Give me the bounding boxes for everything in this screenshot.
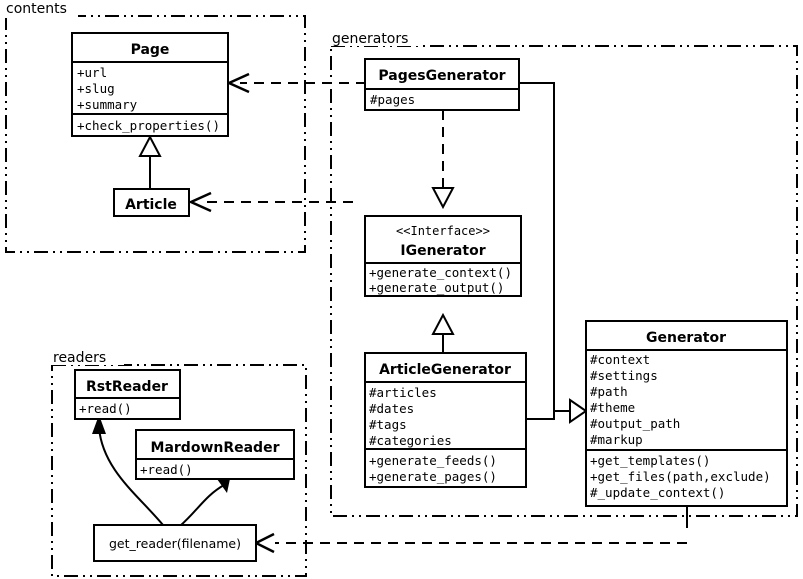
link-article-to-page: [138, 134, 162, 190]
package-generators-label: generators: [332, 31, 408, 47]
realization-arrowhead-igenerator-top: [431, 187, 455, 210]
class-generator-title: Generator: [646, 330, 726, 346]
class-igenerator-box[interactable]: [364, 215, 522, 297]
class-page-title: Page: [131, 42, 170, 58]
class-generator-attribute: #context: [590, 352, 650, 367]
package-generators-label-mask: [329, 28, 423, 46]
class-article-generator-box[interactable]: [364, 352, 527, 488]
class-igenerator-method: +generate_output(): [369, 280, 504, 295]
package-contents: contents: [2, 0, 306, 253]
class-generator-box[interactable]: [585, 320, 788, 507]
package-readers-label: readers: [53, 350, 106, 366]
package-readers: readers: [50, 347, 307, 577]
class-pages-generator-box[interactable]: [364, 58, 520, 111]
class-generator[interactable]: Generator #context #settings #path #them…: [585, 320, 788, 507]
dependency-pagesgenerator-to-page: [225, 72, 366, 94]
class-article[interactable]: Article: [113, 188, 190, 217]
class-article-generator[interactable]: ArticleGenerator #articles #dates #tags …: [364, 352, 527, 488]
class-generator-attribute: #markup: [590, 432, 643, 447]
class-article-generator-method: +generate_pages(): [369, 469, 497, 484]
class-page-box[interactable]: [71, 32, 229, 137]
class-igenerator-title: IGenerator: [400, 243, 485, 259]
class-generator-method: #_update_context(): [590, 485, 725, 500]
class-article-generator-attribute: #categories: [369, 433, 452, 448]
class-rst-reader[interactable]: RstReader +read(): [74, 369, 181, 420]
package-readers-label-mask: [50, 347, 124, 365]
class-page-attribute: +url: [77, 65, 107, 80]
link-get-reader-to-mardown-reader-curve: [179, 484, 225, 527]
link-get-reader-to-rst-reader: [92, 415, 164, 526]
dependency-generators-to-article: [187, 191, 353, 213]
class-mardown-reader-method: +read(): [140, 462, 193, 477]
class-igenerator-stereotype: <<Interface>>: [396, 224, 490, 238]
class-mardown-reader[interactable]: MardownReader +read(): [135, 429, 295, 480]
class-igenerator[interactable]: <<Interface>> IGenerator +generate_conte…: [364, 215, 522, 297]
class-mardown-reader-title: MardownReader: [151, 440, 280, 456]
class-generator-attribute: #path: [590, 384, 628, 399]
package-contents-label-mask: [2, 0, 78, 18]
dependency-generator-to-get-reader: [253, 506, 688, 554]
link-pagesgenerator-to-generator: [519, 82, 570, 412]
class-page[interactable]: Page +url +slug +summary +check_properti…: [71, 32, 229, 137]
link-articlegenerator-to-generator-line: [526, 411, 555, 420]
generalization-arrowhead-page: [138, 134, 162, 157]
class-rst-reader-box[interactable]: [74, 369, 181, 420]
generalization-arrowhead-igenerator-bottom: [431, 312, 455, 335]
dependency-arrowhead-get-reader: [253, 532, 275, 554]
class-generator-method: +get_templates(): [590, 453, 710, 468]
link-get-reader-to-rst-reader-curve: [98, 427, 164, 526]
class-mardown-reader-box[interactable]: [135, 429, 295, 480]
dependency-arrowhead-article: [187, 191, 212, 213]
link-articlegenerator-to-generator: [526, 411, 555, 420]
class-generator-method: +get_files(path,exclude): [590, 469, 771, 484]
class-article-generator-method: +generate_feeds(): [369, 453, 497, 468]
class-page-attribute: +slug: [77, 81, 115, 96]
class-page-method: +check_properties(): [77, 118, 220, 133]
class-generator-attribute: #settings: [590, 368, 658, 383]
class-pages-generator[interactable]: PagesGenerator #pages: [364, 58, 520, 111]
link-pagesgenerator-to-igenerator: [431, 110, 455, 210]
class-article-generator-attribute: #tags: [369, 417, 407, 432]
link-pagesgenerator-to-generator-line: [519, 82, 570, 412]
class-pages-generator-title: PagesGenerator: [378, 68, 505, 84]
function-get-reader-label: get_reader(filename): [109, 536, 241, 551]
link-get-reader-to-mardown-reader: [179, 474, 231, 527]
class-article-generator-attribute: #dates: [369, 401, 414, 416]
function-get-reader-box[interactable]: [93, 524, 257, 562]
class-igenerator-method: +generate_context(): [369, 265, 512, 280]
function-get-reader[interactable]: get_reader(filename): [93, 524, 257, 562]
generalization-arrowhead-generator: [569, 398, 588, 424]
class-generator-attribute: #output_path: [590, 416, 680, 431]
class-article-generator-title: ArticleGenerator: [379, 362, 511, 378]
link-articlegenerator-to-igenerator: [431, 312, 455, 353]
arrowhead-rst-reader: [92, 415, 106, 434]
class-pages-generator-attribute: #pages: [370, 92, 415, 107]
class-rst-reader-method: +read(): [79, 401, 132, 416]
class-page-attribute: +summary: [77, 97, 138, 112]
package-contents-border: [5, 15, 306, 253]
package-readers-border: [51, 364, 307, 577]
package-contents-label: contents: [6, 1, 67, 17]
class-article-box[interactable]: [113, 188, 190, 217]
class-rst-reader-title: RstReader: [86, 379, 168, 395]
class-generator-attribute: #theme: [590, 400, 635, 415]
package-generators-border: [330, 45, 798, 517]
class-article-title: Article: [125, 197, 177, 213]
class-article-generator-attribute: #articles: [369, 385, 437, 400]
package-generators: generators: [329, 28, 798, 517]
